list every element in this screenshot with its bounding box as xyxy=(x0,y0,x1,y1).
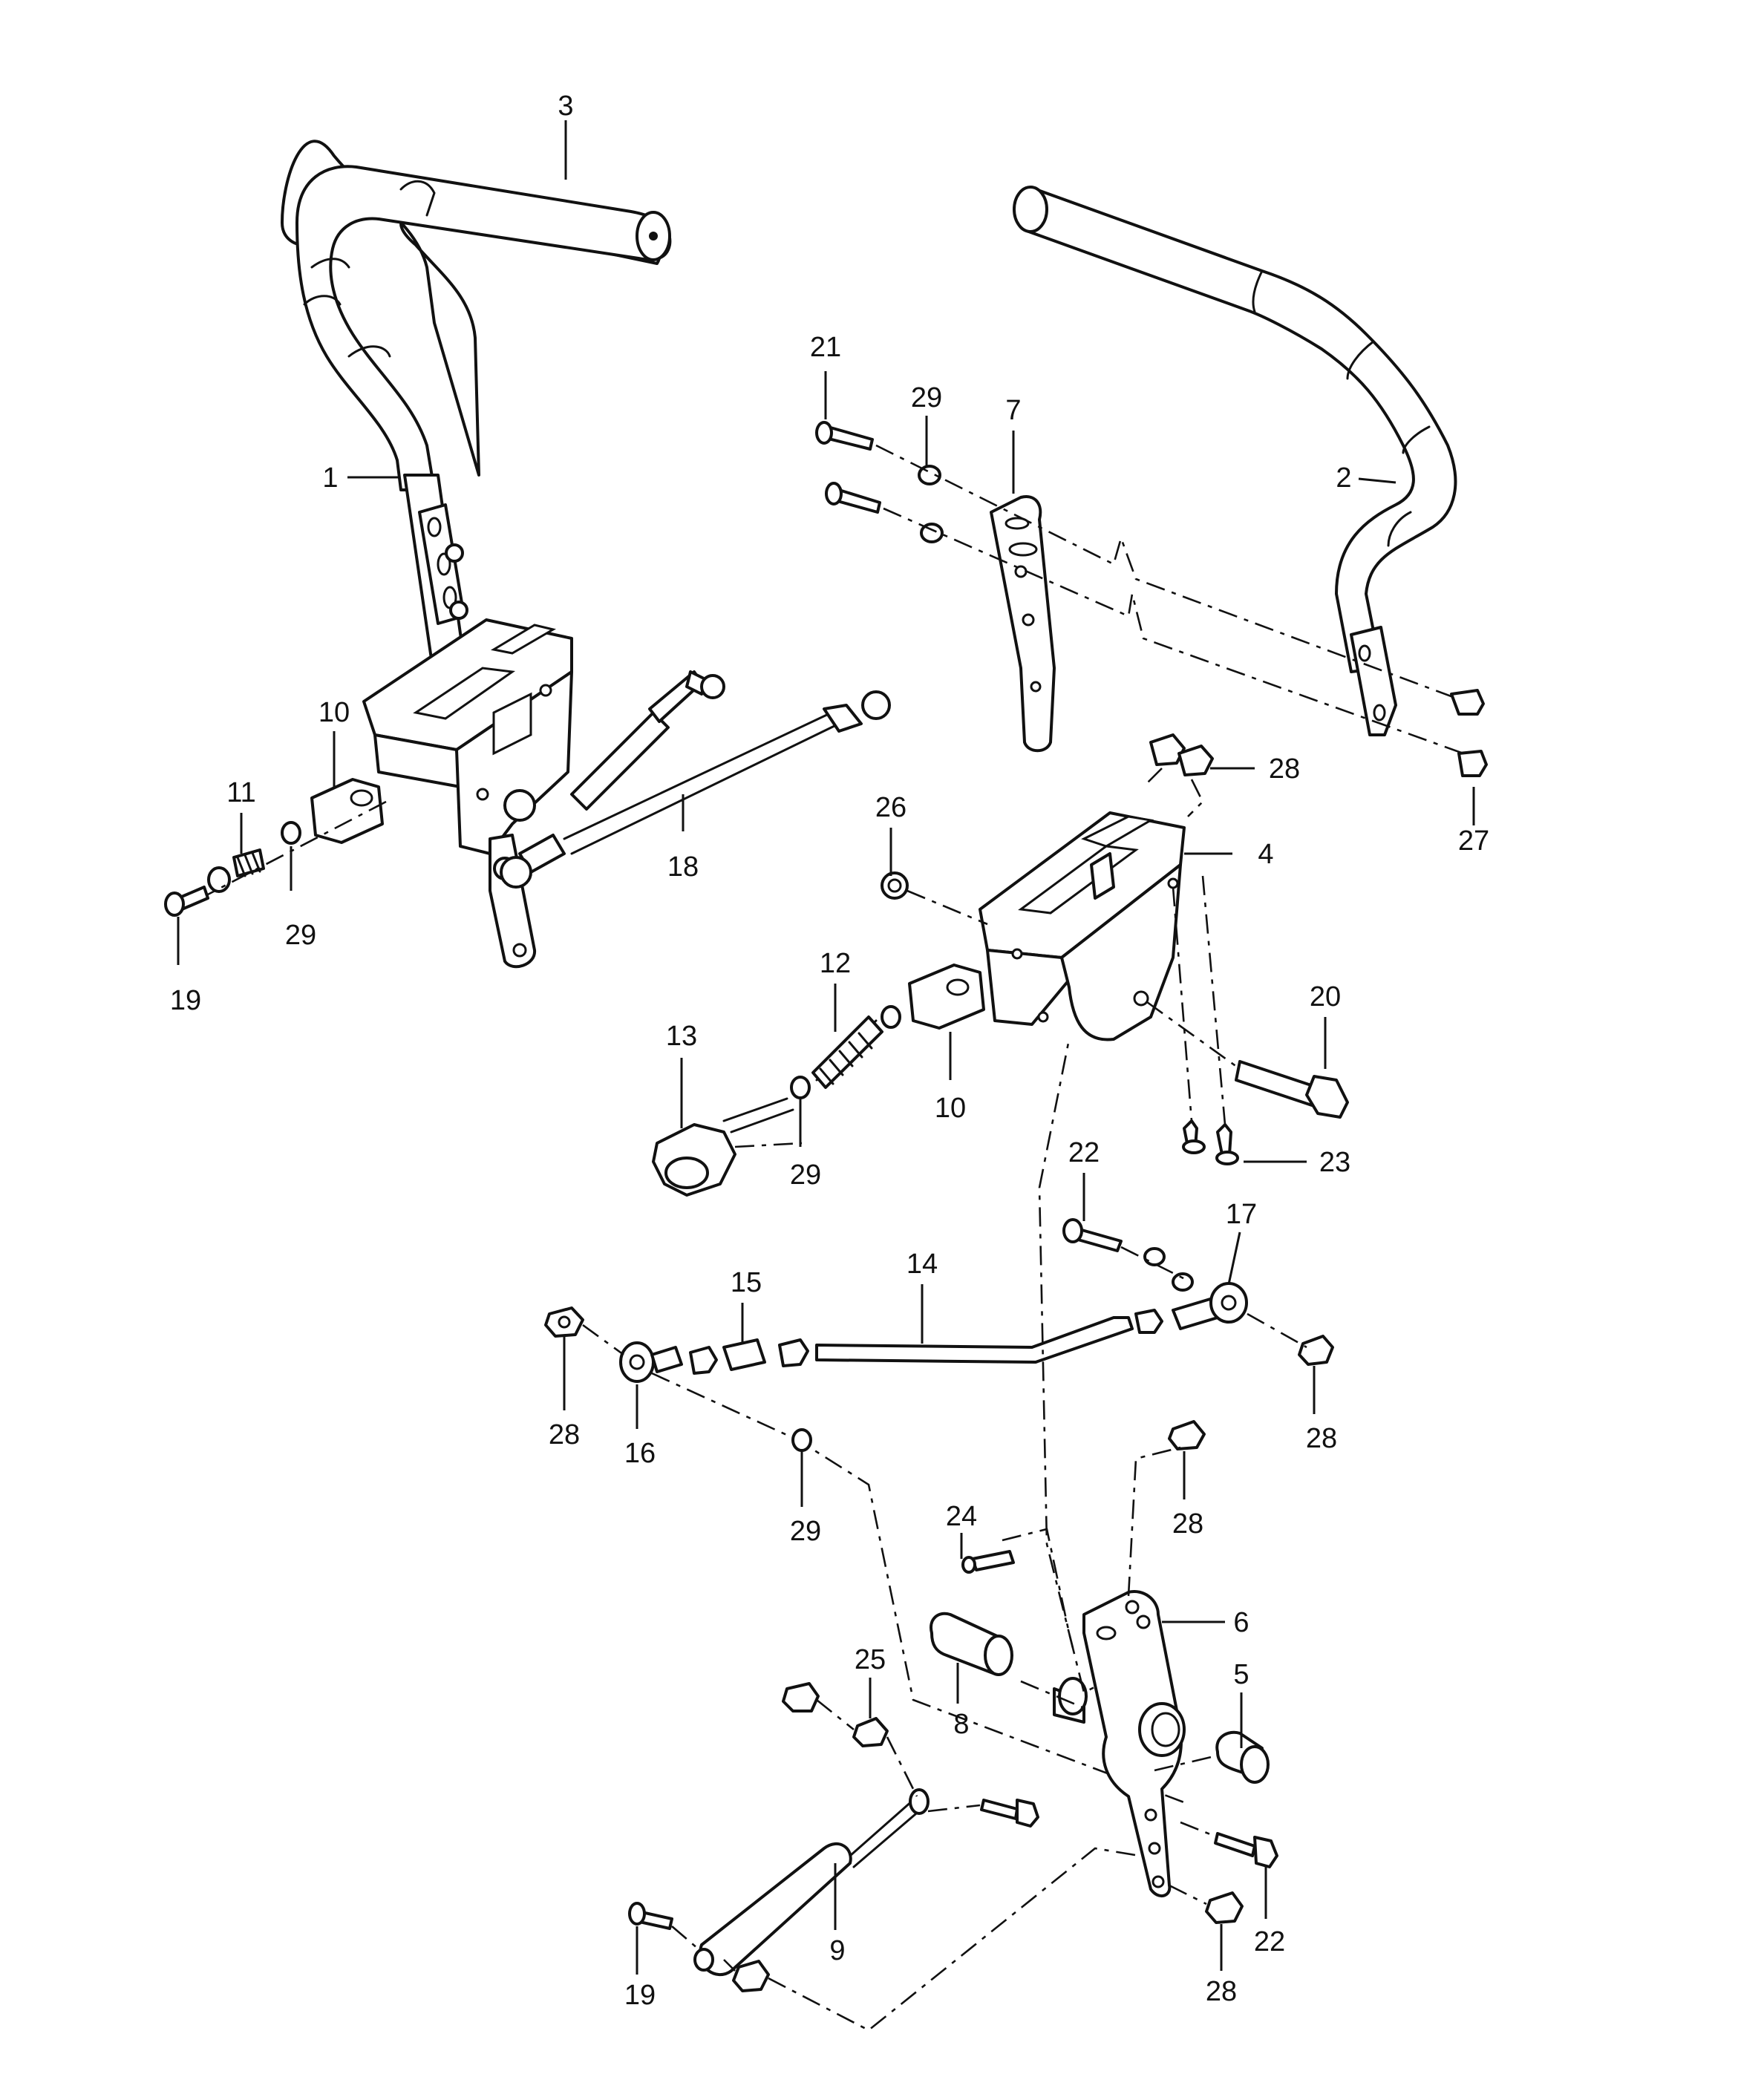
callout-23: 23 xyxy=(1319,1147,1350,1178)
leader-lines xyxy=(177,120,1475,1975)
callout-28-bracket: 28 xyxy=(1269,753,1300,785)
left-pivot-bracket xyxy=(362,618,573,969)
callout-28-left: 28 xyxy=(549,1419,580,1450)
callout-29-top: 29 xyxy=(911,382,942,413)
callout-26: 26 xyxy=(875,792,906,823)
callout-20: 20 xyxy=(1310,981,1341,1013)
callout-19-top: 19 xyxy=(170,985,201,1016)
callout-labels: 3 1 2 21 29 7 28 27 26 4 20 10 11 29 19 … xyxy=(170,91,1489,2011)
right-control-lever xyxy=(1013,186,1457,736)
callout-2: 2 xyxy=(1336,462,1351,494)
callout-24: 24 xyxy=(946,1501,977,1532)
left-hardware xyxy=(164,778,387,917)
callout-1: 1 xyxy=(322,462,338,494)
gas-spring xyxy=(628,1682,1140,2032)
callout-6: 6 xyxy=(1233,1607,1249,1638)
callout-12: 12 xyxy=(820,948,851,979)
callout-16: 16 xyxy=(624,1438,656,1469)
callout-4: 4 xyxy=(1258,839,1273,870)
callout-29-lower: 29 xyxy=(790,1516,821,1547)
callout-11: 11 xyxy=(226,777,255,808)
callout-29-mid: 29 xyxy=(790,1159,821,1191)
control-rod-assembly xyxy=(544,1218,1334,1805)
callout-10-left: 10 xyxy=(318,697,350,728)
callout-14: 14 xyxy=(906,1249,938,1280)
callout-21: 21 xyxy=(810,332,841,363)
callout-5: 5 xyxy=(1233,1659,1249,1690)
callout-28-right: 28 xyxy=(1306,1423,1337,1454)
callout-13: 13 xyxy=(666,1021,697,1052)
callout-8: 8 xyxy=(953,1709,969,1740)
callout-22-lower: 22 xyxy=(1254,1926,1285,1957)
callout-17: 17 xyxy=(1226,1199,1257,1230)
right-pivot-bracket xyxy=(979,811,1186,1041)
callout-19-lower: 19 xyxy=(624,1980,656,2011)
callout-22-top: 22 xyxy=(1068,1137,1100,1168)
upper-bolts xyxy=(815,421,1488,777)
callout-28-bottom: 28 xyxy=(1206,1976,1237,2007)
callout-9: 9 xyxy=(829,1935,845,1966)
callout-29-left: 29 xyxy=(285,920,316,951)
lower-pivot-arm xyxy=(930,1038,1278,1924)
callout-27: 27 xyxy=(1458,825,1489,857)
callout-7: 7 xyxy=(1005,395,1021,426)
bracket-hardware xyxy=(881,733,1349,1165)
left-control-lever xyxy=(281,140,672,681)
control-arm-7 xyxy=(990,495,1056,753)
callout-10-mid: 10 xyxy=(935,1093,966,1124)
callout-3: 3 xyxy=(558,91,573,122)
callout-15: 15 xyxy=(731,1267,762,1298)
damper-rod-assembly xyxy=(500,670,891,889)
callout-28-mid: 28 xyxy=(1172,1508,1203,1540)
callout-18: 18 xyxy=(667,851,699,883)
tension-knob-assembly xyxy=(652,964,985,1197)
callout-25: 25 xyxy=(855,1644,886,1675)
